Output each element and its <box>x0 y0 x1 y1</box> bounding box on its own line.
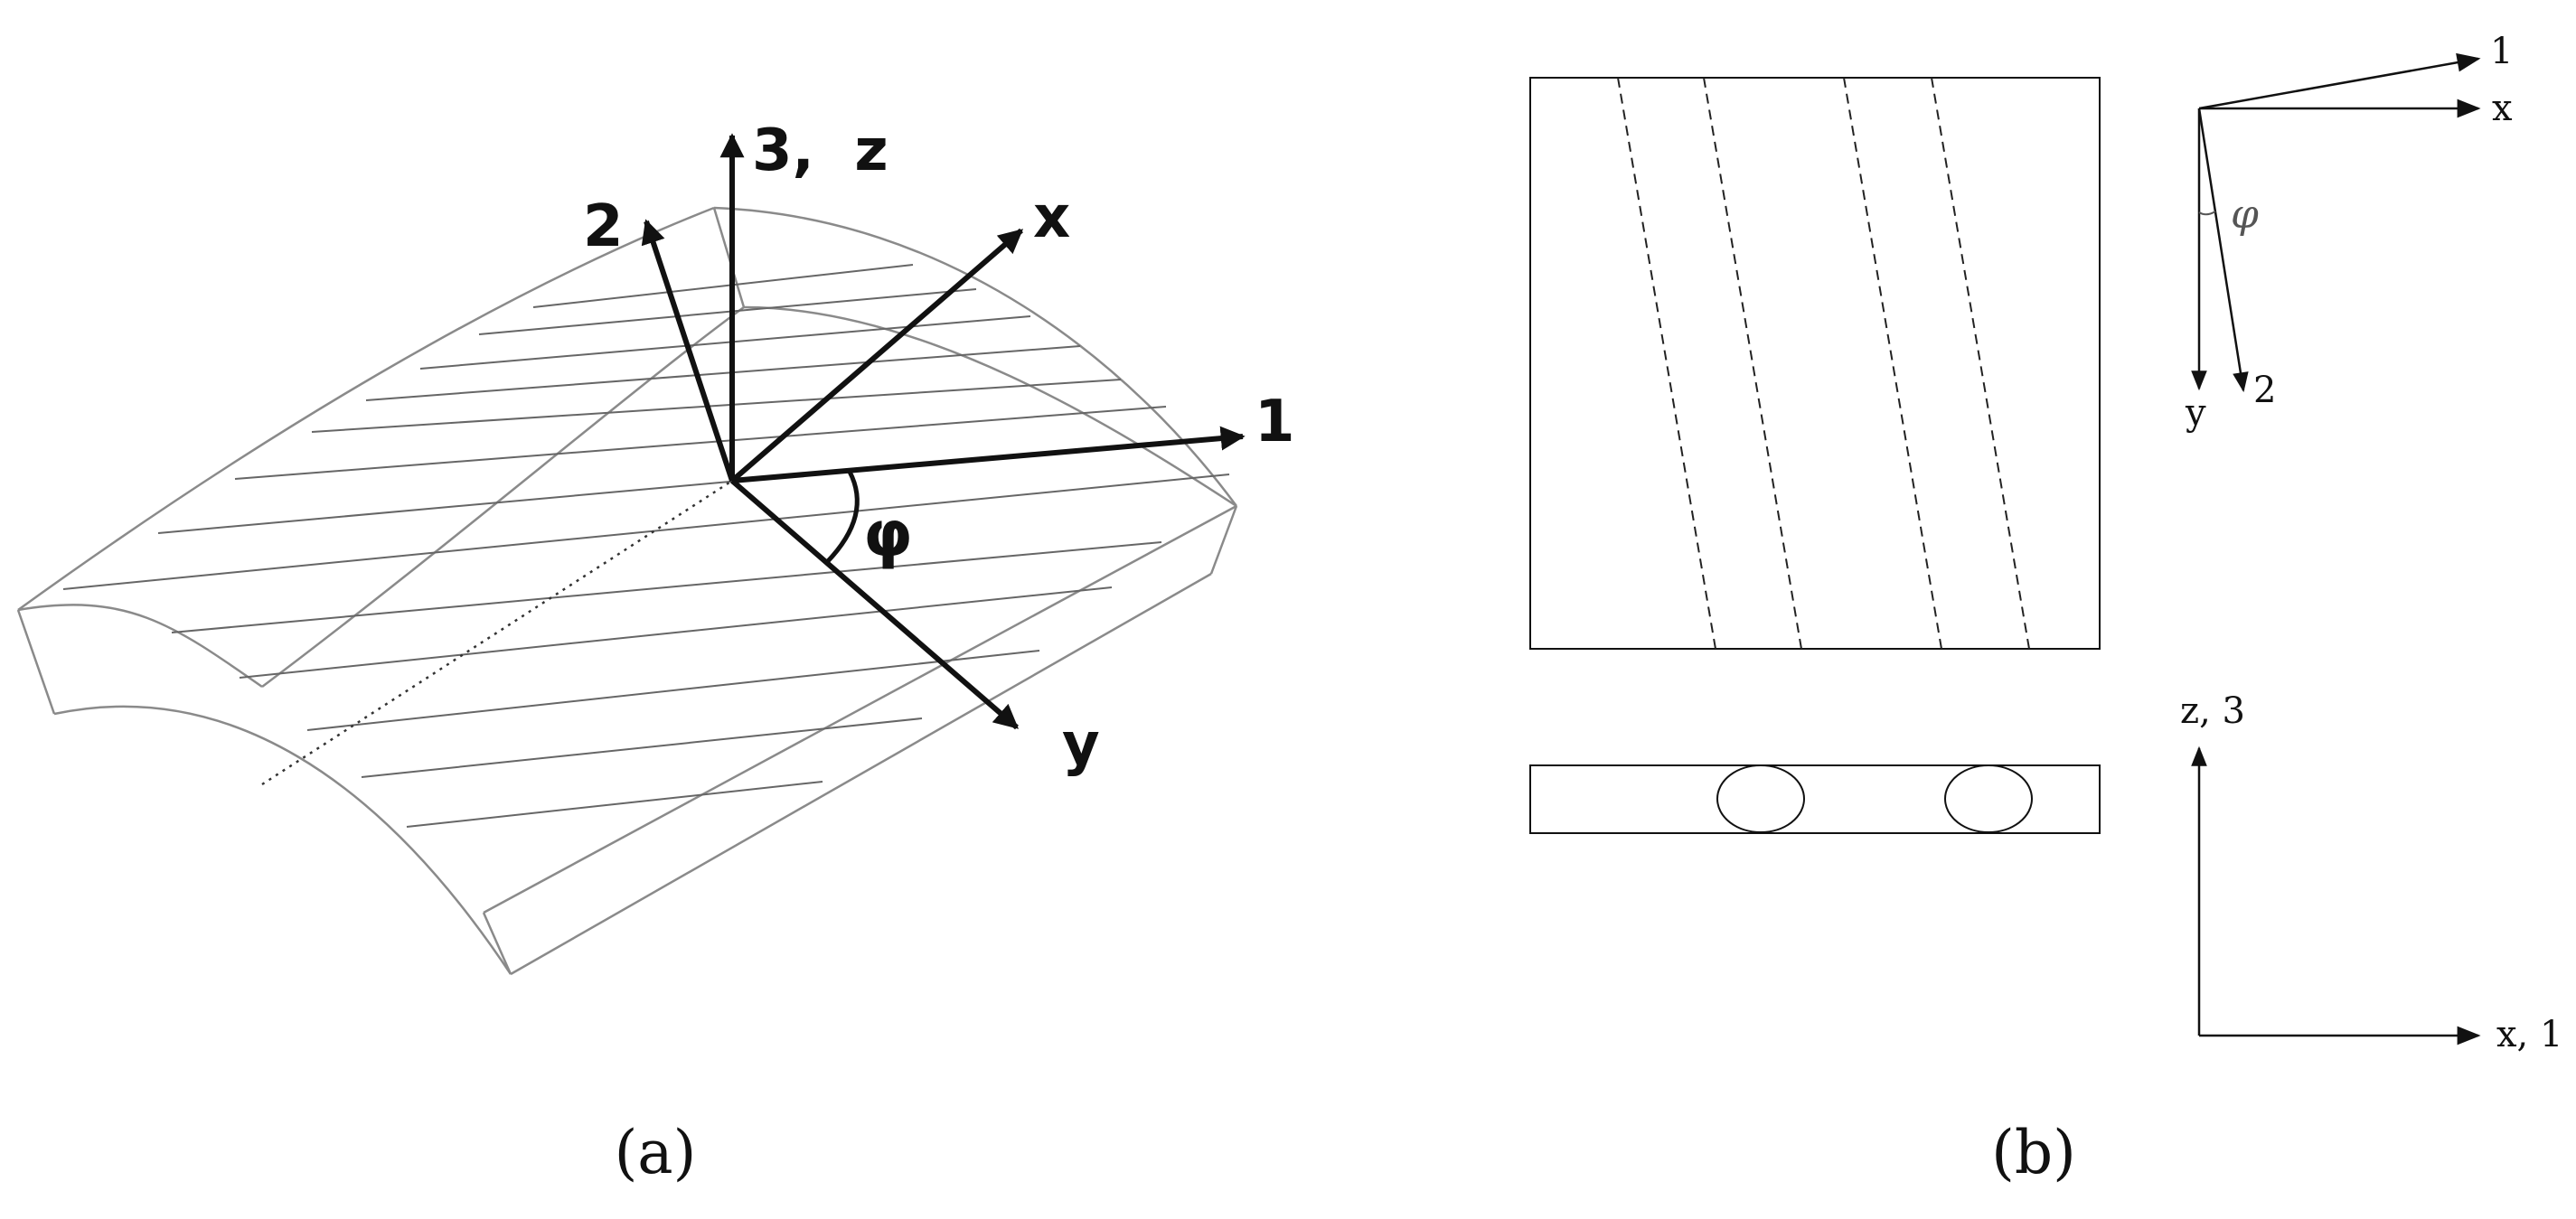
panel-b: 1 x y 2 φ z, 3 x, 1 (b) <box>1529 31 2562 1187</box>
panel-a: 3, z 2 x 1 y φ (a) <box>16 117 1295 1187</box>
panel-b-caption: (b) <box>1991 1118 2076 1187</box>
dotted-section-line <box>261 479 733 786</box>
side-view-strip <box>1529 764 2101 834</box>
axis-1-arrow-b <box>2198 52 2481 110</box>
fiber-section-right <box>1944 764 2033 833</box>
axis-1-label: 1 <box>1255 389 1295 455</box>
phi-angle-label: φ <box>863 497 913 571</box>
axis-x-arrow <box>730 228 1024 483</box>
top-view-square <box>1529 77 2101 650</box>
axis-x1-label: x, 1 <box>2496 1014 2562 1055</box>
phi-angle-label-b: φ <box>2231 192 2259 238</box>
axis-3z-label: 3, z <box>752 117 888 184</box>
axis-2-label: 2 <box>583 193 624 260</box>
panel-a-caption: (a) <box>615 1118 697 1187</box>
phi-angle-arc <box>825 470 860 564</box>
axis-1-label-b: 1 <box>2490 31 2513 72</box>
axis-y-label: y <box>1062 711 1100 778</box>
fiber-section-left <box>1716 764 1805 833</box>
axis-y-label-b: y <box>2185 392 2206 434</box>
phi-angle-arc-b <box>2198 211 2216 216</box>
planar-axes-triad <box>2191 52 2481 393</box>
axis-2-arrow <box>641 219 735 482</box>
axis-y-arrow <box>730 478 1020 730</box>
fiber-hatch-lines <box>62 264 1230 828</box>
dashed-fiber-lines <box>1617 77 2030 650</box>
axis-1-arrow <box>731 426 1246 483</box>
axis-2-label-b: 2 <box>2253 370 2276 411</box>
axis-2-arrow-b <box>2197 108 2249 393</box>
axis-x-label: x <box>1033 184 1070 251</box>
axis-z3-label: z, 3 <box>2180 690 2245 732</box>
curved-lamina-outline <box>16 206 1238 976</box>
axis-x-label-b: x <box>2492 88 2513 129</box>
axes-3d <box>641 133 1246 730</box>
section-axes <box>2191 745 2481 1046</box>
